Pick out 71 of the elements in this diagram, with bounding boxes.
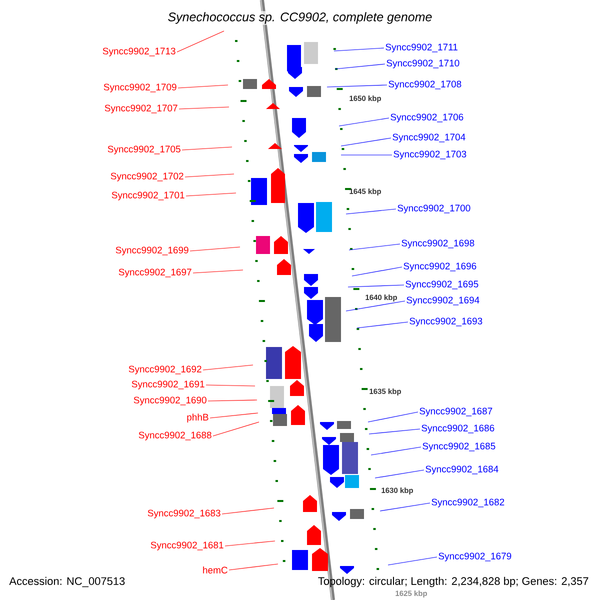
gene-label: Syncc9902_1681 bbox=[150, 542, 224, 550]
gene-label: Syncc9902_1702 bbox=[110, 172, 184, 182]
gene-label: Syncc9902_1697 bbox=[118, 268, 192, 278]
leader-line bbox=[326, 84, 388, 88]
gene-label: hemC bbox=[203, 566, 228, 574]
leader-line bbox=[356, 322, 408, 328]
leader-line bbox=[182, 146, 232, 150]
gene-label: Syncc9902_1703 bbox=[394, 150, 466, 160]
leader-line bbox=[186, 192, 236, 196]
gene-label: Syncc9902_1706 bbox=[390, 114, 464, 122]
leader-line bbox=[340, 154, 392, 156]
leader-line bbox=[346, 300, 406, 312]
leader-line bbox=[348, 284, 404, 288]
gene-label: Syncc9902_1701 bbox=[112, 192, 184, 200]
leader-line bbox=[388, 556, 438, 566]
leader-line bbox=[190, 246, 240, 252]
gene-label: Syncc9902_1685 bbox=[422, 442, 496, 452]
gene-label: Syncc9902_1710 bbox=[386, 60, 460, 68]
footer-text: Accession: NC_007513 bbox=[8, 576, 126, 588]
gene-label: Syncc9902_1694 bbox=[406, 296, 480, 306]
leader-line bbox=[206, 384, 256, 386]
gene-label: Syncc9902_1693 bbox=[410, 318, 482, 326]
gene-label: Syncc9902_1708 bbox=[388, 80, 462, 90]
leader-line bbox=[192, 270, 244, 274]
leader-line bbox=[340, 138, 392, 146]
gene-label: Syncc9902_1705 bbox=[108, 146, 180, 154]
leader-line bbox=[334, 64, 386, 70]
leader-line bbox=[208, 400, 258, 402]
leader-line bbox=[228, 564, 278, 570]
gene-label: Syncc9902_1707 bbox=[104, 104, 178, 114]
gene-label: Syncc9902_1709 bbox=[104, 84, 176, 92]
leader-line bbox=[222, 508, 274, 514]
leader-line bbox=[178, 106, 230, 110]
leader-line bbox=[380, 502, 430, 512]
gene-label: Syncc9902_1679 bbox=[438, 552, 512, 562]
gene-label: Syncc9902_1684 bbox=[426, 466, 498, 474]
gene-label: Syncc9902_1704 bbox=[392, 134, 466, 142]
leader-line bbox=[176, 30, 224, 52]
leader-line bbox=[368, 412, 418, 422]
gene-label: Syncc9902_1698 bbox=[402, 240, 474, 248]
gene-label: Syncc9902_1713 bbox=[102, 48, 176, 56]
leader-line bbox=[368, 428, 420, 434]
leader-line bbox=[352, 266, 402, 276]
leader-line bbox=[212, 422, 260, 436]
title: Synechococcus sp. CC9902, complete genome bbox=[166, 11, 434, 25]
leader-line bbox=[338, 118, 390, 126]
leader-line bbox=[224, 540, 276, 546]
gene-label: Syncc9902_1711 bbox=[386, 44, 458, 52]
gene-label: Syncc9902_1695 bbox=[406, 280, 478, 290]
leader-line bbox=[210, 412, 258, 418]
gene-label: Syncc9902_1690 bbox=[134, 396, 206, 406]
leader-line bbox=[202, 364, 254, 370]
leader-line bbox=[178, 84, 228, 88]
gene-label: Syncc9902_1686 bbox=[422, 424, 494, 434]
leader-line bbox=[334, 48, 384, 52]
gene-label: Syncc9902_1688 bbox=[138, 432, 212, 440]
gene-label: Syncc9902_1696 bbox=[404, 262, 476, 272]
gene-label: Syncc9902_1691 bbox=[132, 380, 204, 390]
gene-label: Syncc9902_1692 bbox=[128, 366, 202, 374]
gene-label: Syncc9902_1682 bbox=[432, 498, 504, 508]
gene-label: Syncc9902_1700 bbox=[398, 204, 470, 214]
footer-text: Topology: circular; Length: 2,234,828 bp; Genes: 2,357 bbox=[318, 576, 588, 588]
leader-line bbox=[348, 244, 400, 250]
leader-line bbox=[370, 446, 422, 456]
leader-line bbox=[374, 470, 424, 478]
gene-label: phhB bbox=[187, 414, 208, 422]
gene-label: Syncc9902_1687 bbox=[420, 408, 492, 416]
leader-line bbox=[346, 208, 396, 214]
leader-line bbox=[184, 174, 234, 178]
gene-label: Syncc9902_1683 bbox=[148, 510, 220, 518]
gene-label: Syncc9902_1699 bbox=[116, 246, 188, 256]
